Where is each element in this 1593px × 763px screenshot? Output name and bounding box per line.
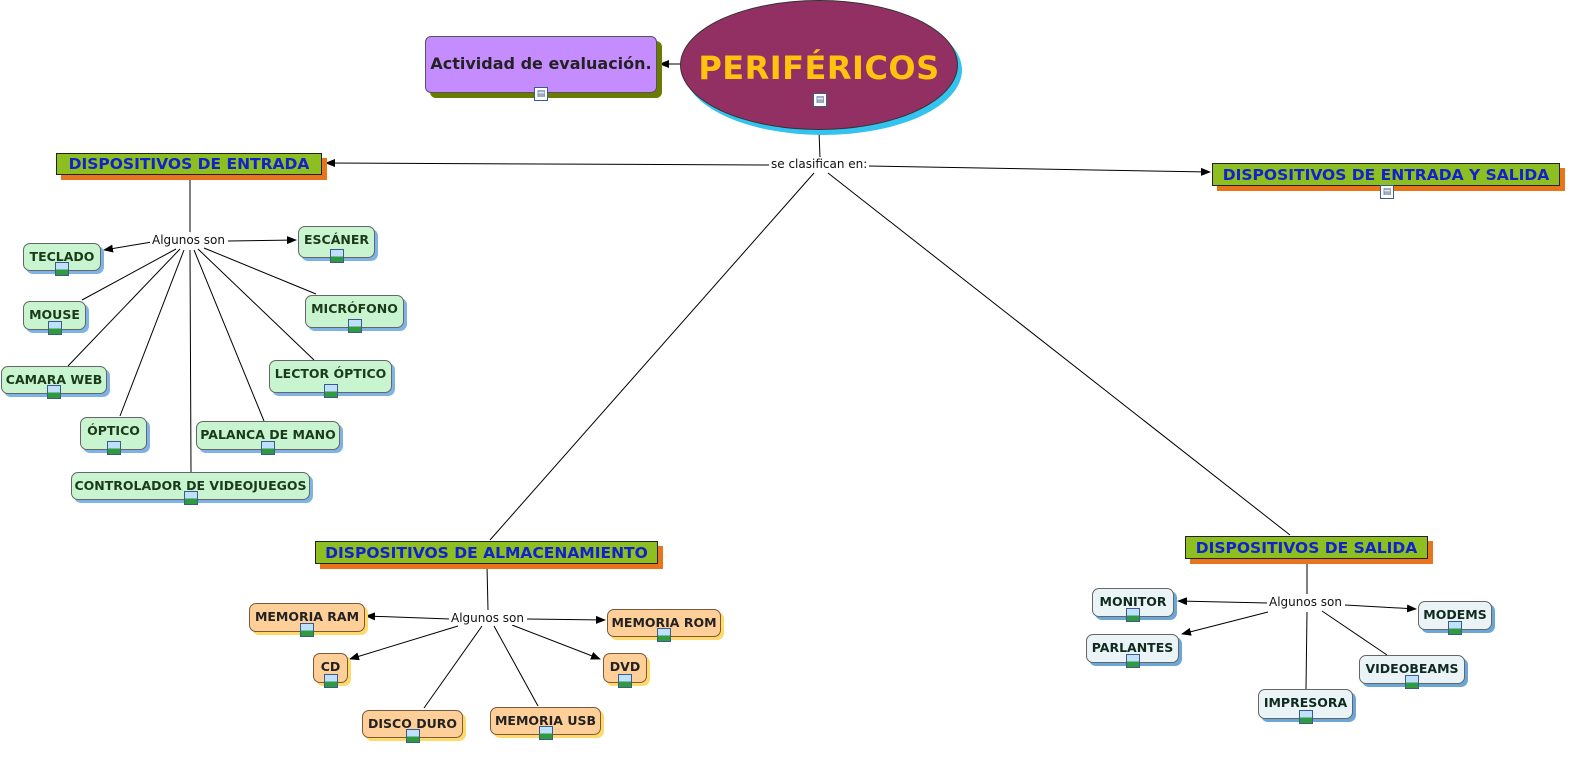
evaluation-label: Actividad de evaluación.	[430, 54, 652, 73]
storage-item-label: MEMORIA ROM	[611, 615, 717, 630]
input-item-camara-web[interactable]: CAMARA WEB	[1, 366, 107, 399]
evaluation-activity-node[interactable]: Actividad de evaluación. ▤	[425, 36, 657, 101]
image-icon[interactable]	[47, 321, 62, 335]
storage-item-dvd[interactable]: DVD	[603, 653, 647, 688]
input-item-label: LECTOR ÓPTICO	[274, 366, 387, 381]
root-concept-perifericos[interactable]: PERIFÉRICOS ▤	[680, 0, 958, 130]
input-item-label: CONTROLADOR DE VIDEOJUEGOS	[74, 478, 307, 493]
image-icon[interactable]	[55, 262, 69, 276]
output-item-monitor[interactable]: MONITOR	[1092, 588, 1174, 622]
image-icon[interactable]	[1448, 621, 1462, 635]
image-icon[interactable]	[106, 441, 121, 455]
input-item-label: MICRÓFONO	[311, 301, 398, 316]
input-item-label: TECLADO	[29, 249, 95, 264]
storage-item-memoria-ram[interactable]: MEMORIA RAM	[249, 603, 365, 637]
image-icon[interactable]	[1125, 654, 1140, 668]
image-icon[interactable]	[618, 674, 632, 688]
input-item-label: MOUSE	[29, 307, 80, 322]
image-icon[interactable]	[538, 726, 553, 740]
input-item-lector-optico[interactable]: LECTOR ÓPTICO	[269, 360, 392, 398]
storage-item-label: MEMORIA USB	[494, 713, 597, 728]
output-item-impresora[interactable]: IMPRESORA	[1258, 689, 1353, 724]
output-item-label: IMPRESORA	[1263, 695, 1348, 710]
input-item-label: ESCÁNER	[303, 232, 369, 247]
input-item-microfono[interactable]: MICRÓFONO	[305, 295, 404, 333]
linking-phrase-storage: Algunos son	[449, 611, 526, 625]
input-item-mouse[interactable]: MOUSE	[23, 301, 86, 335]
category-input-output-label: DISPOSITIVOS DE ENTRADA Y SALIDA	[1222, 165, 1550, 184]
image-icon[interactable]	[1405, 675, 1419, 689]
document-icon[interactable]: ▤	[534, 87, 548, 101]
output-item-label: PARLANTES	[1091, 640, 1174, 655]
linking-phrase-input: Algunos son	[150, 233, 227, 247]
output-item-videobeams[interactable]: VIDEOBEAMS	[1359, 655, 1465, 689]
input-item-label: PALANCA DE MANO	[200, 427, 336, 442]
input-item-controlador-de-videojuegos[interactable]: CONTROLADOR DE VIDEOJUEGOS	[71, 472, 310, 505]
image-icon[interactable]	[1126, 608, 1140, 622]
image-icon[interactable]	[1298, 710, 1313, 724]
storage-item-label: DISCO DURO	[368, 716, 457, 731]
category-storage-devices[interactable]: DISPOSITIVOS DE ALMACENAMIENTO	[315, 541, 658, 564]
input-item-optico[interactable]: ÓPTICO	[80, 417, 147, 455]
category-input-output-devices[interactable]: DISPOSITIVOS DE ENTRADA Y SALIDA ▤	[1212, 163, 1560, 199]
image-icon[interactable]	[657, 628, 671, 642]
output-item-label: VIDEOBEAMS	[1365, 661, 1459, 676]
image-icon[interactable]	[261, 441, 275, 455]
root-label: PERIFÉRICOS	[698, 49, 940, 87]
input-item-label: CAMARA WEB	[5, 372, 103, 387]
storage-item-label: DVD	[609, 659, 641, 674]
image-icon[interactable]	[405, 729, 420, 743]
category-storage-label: DISPOSITIVOS DE ALMACENAMIENTO	[325, 543, 648, 562]
output-item-label: MONITOR	[1099, 594, 1167, 609]
category-input-devices[interactable]: DISPOSITIVOS DE ENTRADA	[56, 153, 322, 175]
input-item-escaner[interactable]: ESCÁNER	[298, 226, 375, 263]
storage-item-disco-duro[interactable]: DISCO DURO	[362, 710, 463, 743]
document-icon[interactable]: ▤	[813, 93, 827, 107]
output-item-parlantes[interactable]: PARLANTES	[1086, 634, 1179, 668]
image-icon[interactable]	[183, 491, 198, 505]
storage-item-label: CD	[320, 659, 341, 674]
document-icon[interactable]: ▤	[1380, 185, 1394, 199]
input-item-palanca-de-mano[interactable]: PALANCA DE MANO	[196, 421, 340, 455]
storage-item-cd[interactable]: CD	[313, 653, 348, 688]
image-icon[interactable]	[47, 385, 61, 399]
output-item-modems[interactable]: MODEMS	[1418, 601, 1492, 635]
category-output-label: DISPOSITIVOS DE SALIDA	[1195, 538, 1418, 557]
image-icon[interactable]	[323, 674, 338, 688]
image-icon[interactable]	[347, 319, 362, 333]
image-icon[interactable]	[323, 384, 338, 398]
storage-item-memoria-rom[interactable]: MEMORIA ROM	[607, 609, 721, 642]
image-icon[interactable]	[300, 623, 314, 637]
image-icon[interactable]	[329, 249, 344, 263]
category-output-devices[interactable]: DISPOSITIVOS DE SALIDA	[1185, 536, 1428, 559]
output-item-label: MODEMS	[1423, 607, 1487, 622]
input-item-teclado[interactable]: TECLADO	[23, 243, 101, 276]
input-item-label: ÓPTICO	[87, 423, 140, 438]
linking-phrase-classify: se clasifican en:	[769, 157, 870, 171]
category-input-label: DISPOSITIVOS DE ENTRADA	[68, 155, 310, 173]
linking-phrase-output: Algunos son	[1267, 595, 1344, 609]
storage-item-label: MEMORIA RAM	[254, 609, 360, 624]
storage-item-memoria-usb[interactable]: MEMORIA USB	[490, 707, 601, 740]
